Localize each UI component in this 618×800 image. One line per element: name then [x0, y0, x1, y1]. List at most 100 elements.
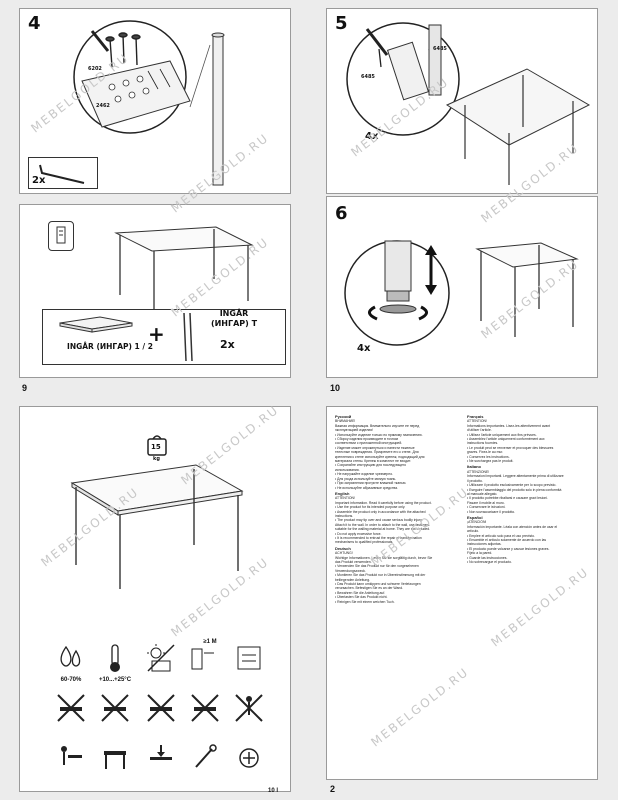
panel-step-4: 4 [19, 8, 291, 194]
section-line: das Produkt verwenden. [335, 560, 372, 564]
section-line: • Assemble the product only in accordanc… [335, 509, 426, 514]
page-number-10: 10 [330, 383, 341, 393]
wall-fixing-icon [239, 748, 259, 768]
desk-final [70, 464, 244, 589]
distance-from-heater-icon [191, 648, 214, 670]
section-line: • Überlasten Sie das Produkt nicht. [335, 595, 388, 600]
section-line: • При загрязнении протрите влажной ткань… [335, 481, 407, 486]
tabletop-part [59, 316, 133, 333]
no-sitting-icon [101, 694, 129, 722]
step-number: 4 [28, 13, 41, 34]
section-line: artículo. [467, 529, 480, 534]
section-line: Informations importantes. Lisez-les atte… [467, 423, 551, 428]
section-language: Español [467, 514, 483, 520]
section-line: • No sobrecargue el producto. [467, 560, 512, 564]
section-line: материала стены. Крепеж в комплект не вх… [335, 459, 412, 464]
section-line: • Используйте изделие только по прямому … [335, 432, 423, 437]
section-line: крепления к стене используйте крепеж, по… [335, 454, 425, 459]
no-direct-sunlight-icon [147, 644, 175, 672]
section-line: Important information. Read it carefully… [335, 500, 432, 505]
panel-care: 15 kg 60-70% +10...+25°C [19, 406, 291, 792]
no-leaning-icon [147, 694, 175, 722]
callout-2462: 2462 [96, 103, 110, 109]
step-5-illustration [346, 22, 591, 185]
section-line: • Verwenden Sie das Produkt nur für den … [335, 564, 419, 569]
tools-required-icon [195, 744, 217, 768]
section-line: • It is recommended to entrust the repai… [335, 535, 422, 540]
note-icon [56, 226, 66, 244]
humidity-label: 60-70% [60, 677, 82, 683]
section-heading: ВНИМАНИЕ! [335, 419, 356, 424]
no-standing-icon [235, 694, 263, 722]
two-person-assembly-icon [61, 746, 82, 765]
page-number-left-bottom: 10 l [268, 788, 279, 794]
section-line: Fissare il mobile al muro. [467, 500, 505, 505]
section-line: • Non sovraccaricare il prodotto. [467, 509, 516, 514]
section-language: Русский [335, 414, 352, 419]
section-line: • Emplee el artículo solo para el uso pr… [467, 533, 535, 538]
section-language: Français [467, 414, 484, 419]
section-line: эксплуатацией изделия! [335, 428, 373, 433]
section-line: использования. [335, 467, 360, 472]
section-language: Italiano [467, 464, 482, 470]
no-climbing-icon [57, 694, 85, 722]
section-line: Wichtige Informationen. Lesen Sie sie so… [335, 555, 433, 560]
section-line: graves. Fixez-le au mur. [467, 450, 504, 455]
leg-label-line2: (ИНГАР) T [210, 319, 258, 328]
section-line: • El producto puede volcarse y causar le… [467, 546, 550, 551]
section-line: соответствии с приложенной инструкцией. [335, 441, 403, 446]
section-heading: ACHTUNG! [335, 551, 353, 556]
section-line: • Use the product for its intended purpo… [335, 505, 406, 510]
desk-overview [114, 226, 254, 309]
section-line: • Eseguire l'assemblaggio del prodotto s… [467, 487, 562, 492]
section-line: • Guarde las instrucciones. [467, 555, 508, 560]
step-number: 5 [335, 13, 348, 34]
plus-sign: + [148, 322, 165, 346]
section-heading: ATTENTION! [335, 496, 355, 501]
section-line: • Bewahren Sie die Anleitung auf. [335, 590, 386, 595]
hex-key-icon [39, 164, 85, 184]
section-line: verursachen. Befestigen Sie es an der Wa… [335, 586, 404, 591]
no-hot-objects-icon [191, 694, 219, 722]
section-line: beiliegenden Anleitung. [335, 577, 371, 582]
humidity-icon [60, 645, 81, 667]
section-line: • Das Produkt kann umkippen und schwere … [335, 582, 421, 587]
section-line: instrucciones adjuntas. [467, 542, 502, 547]
section-heading: ATTENZIONE! [467, 469, 490, 474]
no-wet-cleaning-icon [237, 646, 261, 670]
section-line: • The product may tip over and cause ser… [335, 518, 423, 523]
max-load-icon [150, 745, 172, 760]
section-line: il prodotto. [467, 478, 483, 483]
screw-quantity: 4x [365, 131, 379, 142]
leg-part [183, 312, 193, 362]
section-line: • Conservare le istruzioni. [467, 505, 506, 510]
section-line: • Сохраняйте инструкцию для последующего [335, 463, 407, 468]
hex-key-quantity: 2x [32, 175, 46, 186]
section-line: • Ensamble el artículo solamente de acue… [467, 537, 547, 542]
section-line: Informazioni importanti. Leggere attenta… [467, 474, 564, 479]
leg-label-line1: INGÅR [219, 309, 249, 318]
section-heading: ¡ATENCIÓN! [467, 520, 487, 525]
section-line: mechanisms to qualified professionals. [335, 540, 394, 545]
section-line: • Не используйте абразивные средства. [335, 485, 398, 490]
step-6-illustration [344, 240, 579, 346]
section-heading: ATTENTION! [467, 419, 487, 424]
panel-step-6: 6 4x [326, 196, 598, 378]
section-line: Fíjelo a la pared. [467, 551, 493, 556]
weight-icon [147, 435, 167, 456]
section-line: instructions fournies. [467, 441, 499, 446]
section-line: suitable for the walling material at hom… [335, 527, 431, 532]
height-label: ≥1 M [203, 639, 217, 645]
section-line: • Utilisez l'article uniquement aux fins… [467, 432, 537, 437]
section-line: • Le produit peut se renverser et provoq… [467, 445, 554, 450]
temperature-label: +10...+25°C [98, 677, 132, 683]
section-line: Verwendungszweck. [335, 568, 366, 573]
panel-step-5: 5 6485 6485 4x [326, 8, 598, 194]
section-line: • Assemblez l'article uniquement conform… [467, 437, 545, 442]
section-line: Attach it to the wall. In order to attac… [335, 522, 430, 527]
section-line: • Il prodotto potrebbe ribaltarsi e caus… [467, 496, 548, 501]
